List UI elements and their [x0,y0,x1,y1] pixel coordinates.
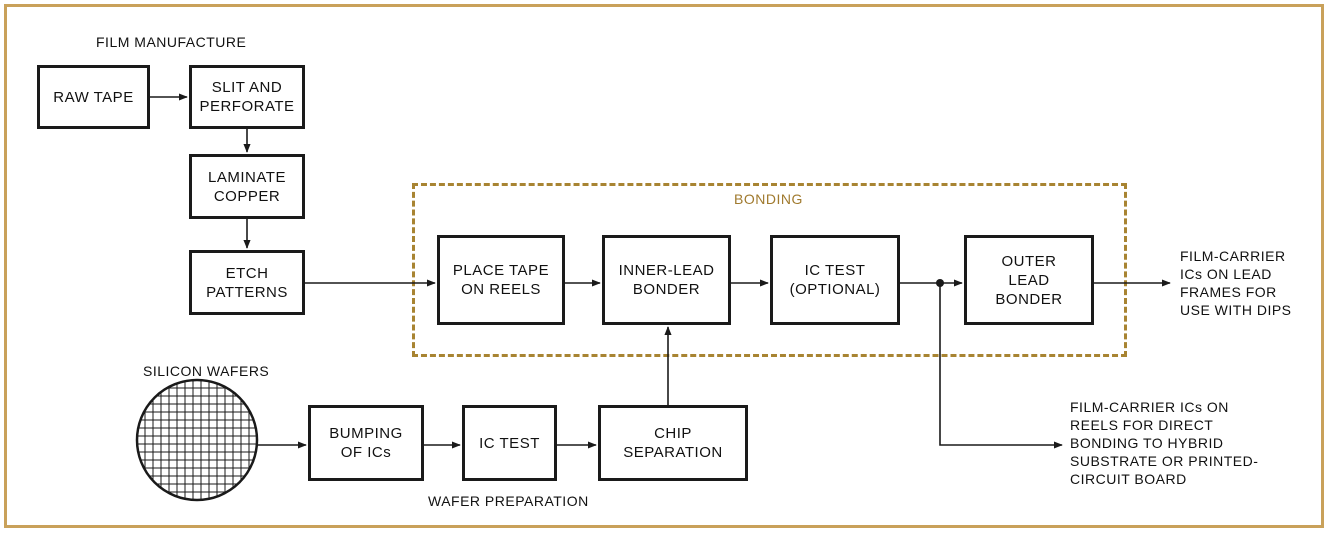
laminate-copper-box: LAMINATE COPPER [189,154,305,219]
arrow-branch-to-reels [939,283,1063,449]
silicon-wafers-label: SILICON WAFERS [143,363,270,379]
inner-lead-bonder-box: INNER-LEAD BONDER [602,235,731,325]
outer-lead-bonder-box: OUTER LEAD BONDER [964,235,1094,325]
bonding-region [412,183,1127,357]
silicon-wafer-icon [135,378,259,502]
etch-patterns-box: ETCH PATTERNS [189,250,305,315]
chip-separation-box: CHIP SEPARATION [598,405,748,481]
ic-test-optional-box: IC TEST (OPTIONAL) [770,235,900,325]
bumping-box: BUMPING OF ICs [308,405,424,481]
branch-junction-dot [936,279,944,287]
output-reels-label: FILM-CARRIER ICs ON REELS FOR DIRECT BON… [1070,399,1259,487]
place-tape-box: PLACE TAPE ON REELS [437,235,565,325]
film-manufacture-label: FILM MANUFACTURE [96,34,247,50]
raw-tape-box: RAW TAPE [37,65,150,129]
slit-perforate-box: SLIT AND PERFORATE [189,65,305,129]
bonding-label: BONDING [734,191,803,207]
output-lead-frames-label: FILM-CARRIER ICs ON LEAD FRAMES FOR USE … [1180,248,1292,318]
wafer-preparation-label: WAFER PREPARATION [428,493,589,509]
ic-test-box: IC TEST [462,405,557,481]
